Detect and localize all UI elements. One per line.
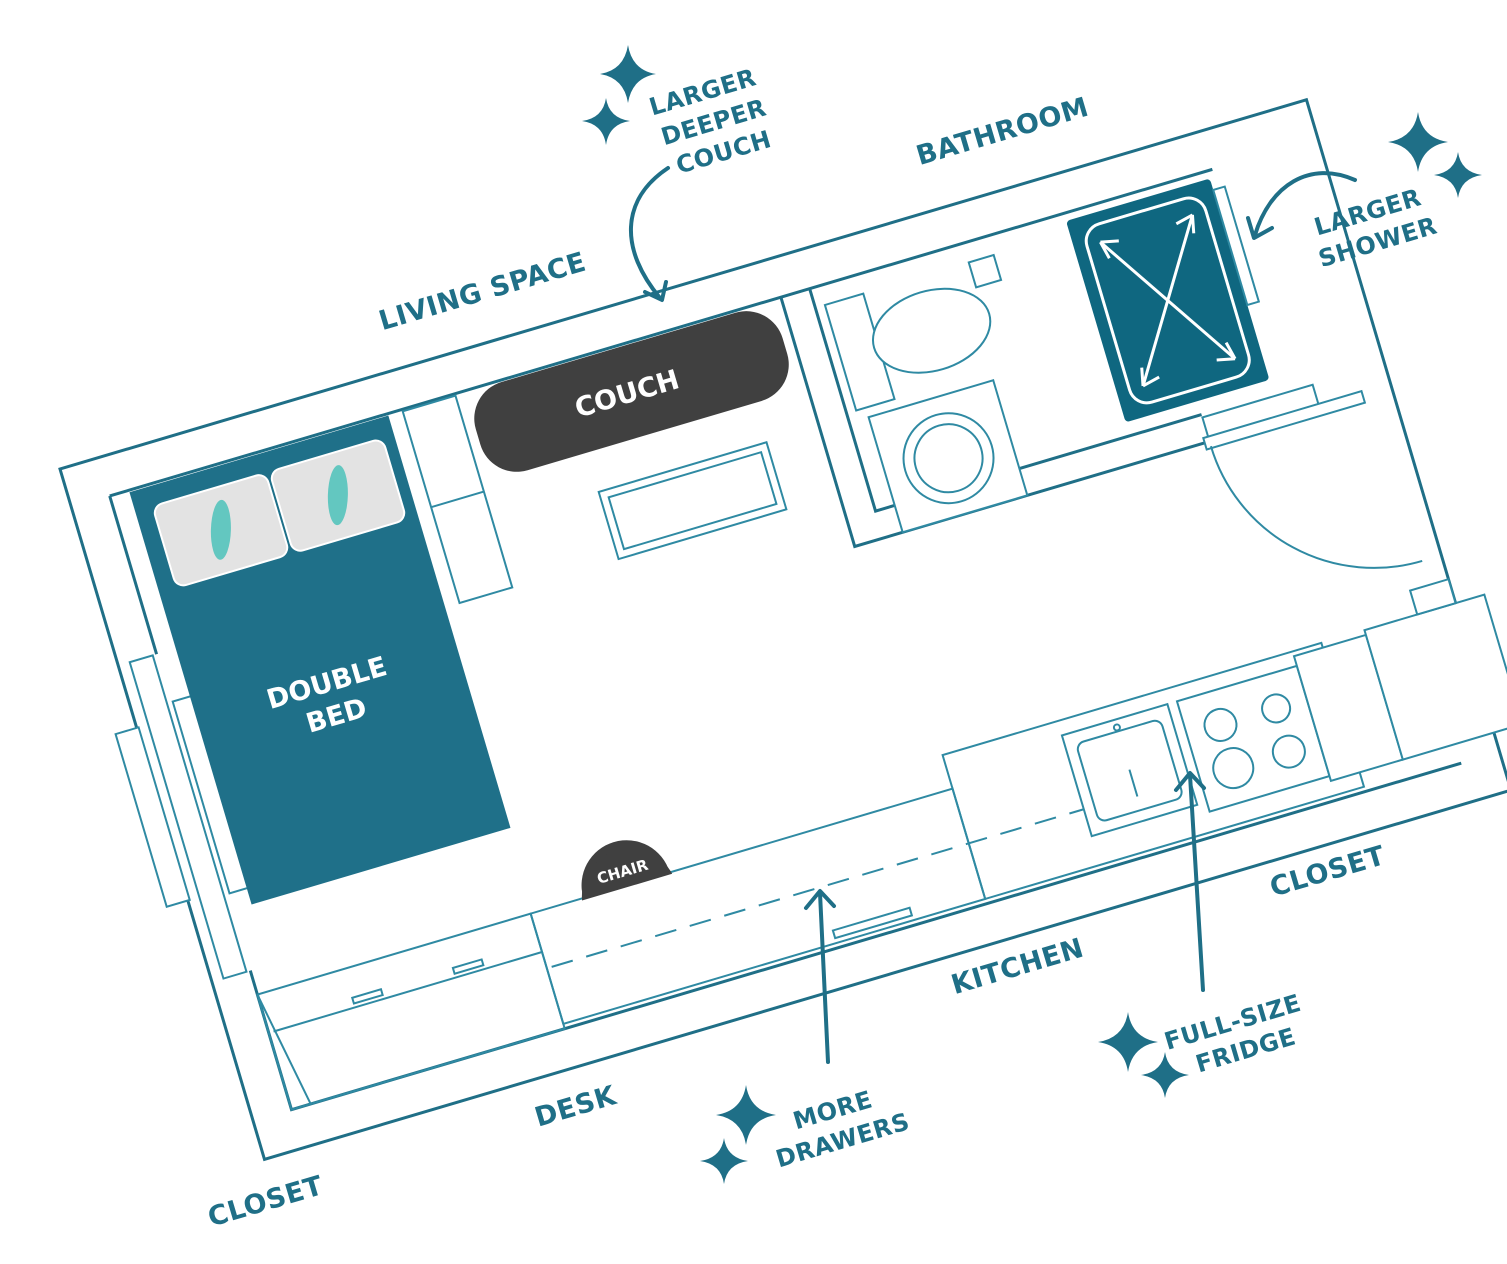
label-closet-left: CLOSET [204, 1170, 326, 1233]
sparkle-icon [716, 1085, 776, 1145]
arrow-couch [629, 166, 670, 302]
closet-left-unit [256, 912, 566, 1111]
sparkle-icon [1388, 112, 1448, 172]
sparkle-icon [1141, 1052, 1189, 1098]
chair: CHAIR [581, 840, 673, 901]
closet-right-unit [1363, 577, 1507, 761]
label-desk: DESK [531, 1080, 620, 1134]
floor-plan: DOUBLE BED COUCH CHAIR [58, 97, 1507, 1162]
bathroom-sink [867, 379, 1029, 534]
sparkle-icon [1434, 152, 1482, 198]
label-kitchen: KITCHEN [948, 933, 1088, 1001]
sparkle-icon [1098, 1012, 1158, 1072]
callout-full-size-fridge: FULL-SIZE FRIDGE [1161, 771, 1304, 1078]
bathroom-walls [779, 288, 1321, 549]
label-living-space: LIVING SPACE [375, 247, 589, 338]
toilet [823, 253, 1003, 412]
arrow-shower [1246, 171, 1357, 240]
shelf-unit [401, 394, 514, 605]
callout-larger-shower: LARGER SHOWER [1246, 171, 1440, 273]
double-bed: DOUBLE BED [129, 415, 511, 905]
arrow-drawers [804, 889, 836, 1064]
label-closet-right: CLOSET [1266, 840, 1388, 903]
sparkle-icon [700, 1138, 748, 1184]
coffee-table [597, 441, 788, 561]
sparkle-icon [582, 98, 630, 145]
sparkles [582, 45, 1482, 1184]
kitchen-sink [1060, 702, 1199, 838]
shower [1066, 179, 1269, 422]
sparkle-icon [600, 45, 656, 103]
label-bathroom: BATHROOM [913, 92, 1092, 172]
bathroom-door [1202, 389, 1423, 569]
couch: COUCH [474, 311, 789, 472]
arrow-fridge [1174, 771, 1206, 992]
